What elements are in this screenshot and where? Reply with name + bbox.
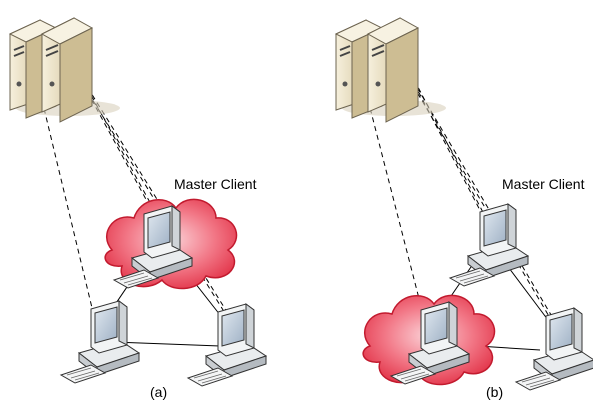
panel-caption: (a): [150, 384, 167, 400]
panel-caption: (b): [486, 384, 503, 400]
panel-a: Master Client (a): [9, 17, 267, 400]
server-pair-icon: [335, 17, 447, 123]
panel-b: Master Client (b): [335, 17, 593, 400]
computer-icon: [449, 203, 529, 287]
master-client-label: Master Client: [174, 176, 257, 192]
server-pair-icon: [9, 17, 121, 123]
master-client-label: Master Client: [502, 176, 585, 192]
computer-icon: [60, 300, 140, 384]
